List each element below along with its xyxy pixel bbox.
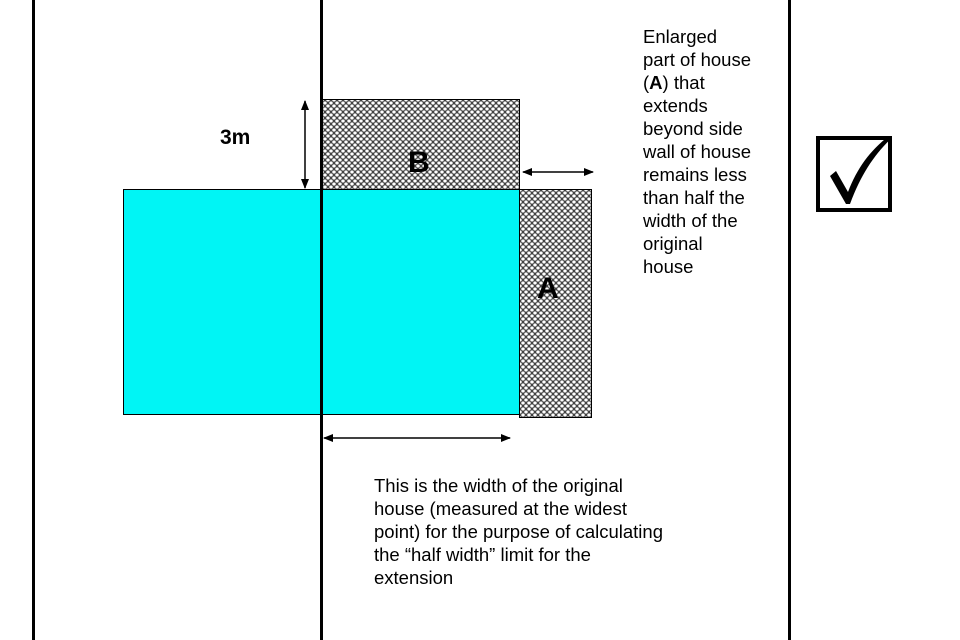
left-boundary-line	[32, 0, 35, 640]
width-caption: This is the width of the original house …	[374, 475, 663, 588]
checkbox-checked-icon	[816, 136, 892, 212]
extension-a-label: A	[537, 272, 559, 305]
extension-b-label: B	[408, 146, 430, 179]
note-before: Enlarged part of house (	[643, 26, 751, 93]
side-wall-line-overlay	[320, 99, 323, 417]
right-boundary-line	[788, 0, 791, 640]
height-dimension-label: 3m	[220, 126, 251, 149]
extension-a	[519, 189, 592, 418]
extension-note: Enlarged part of house (A) that extends …	[643, 25, 753, 278]
note-after: ) that extends beyond side wall of house…	[643, 72, 751, 277]
note-bold: A	[649, 72, 663, 93]
